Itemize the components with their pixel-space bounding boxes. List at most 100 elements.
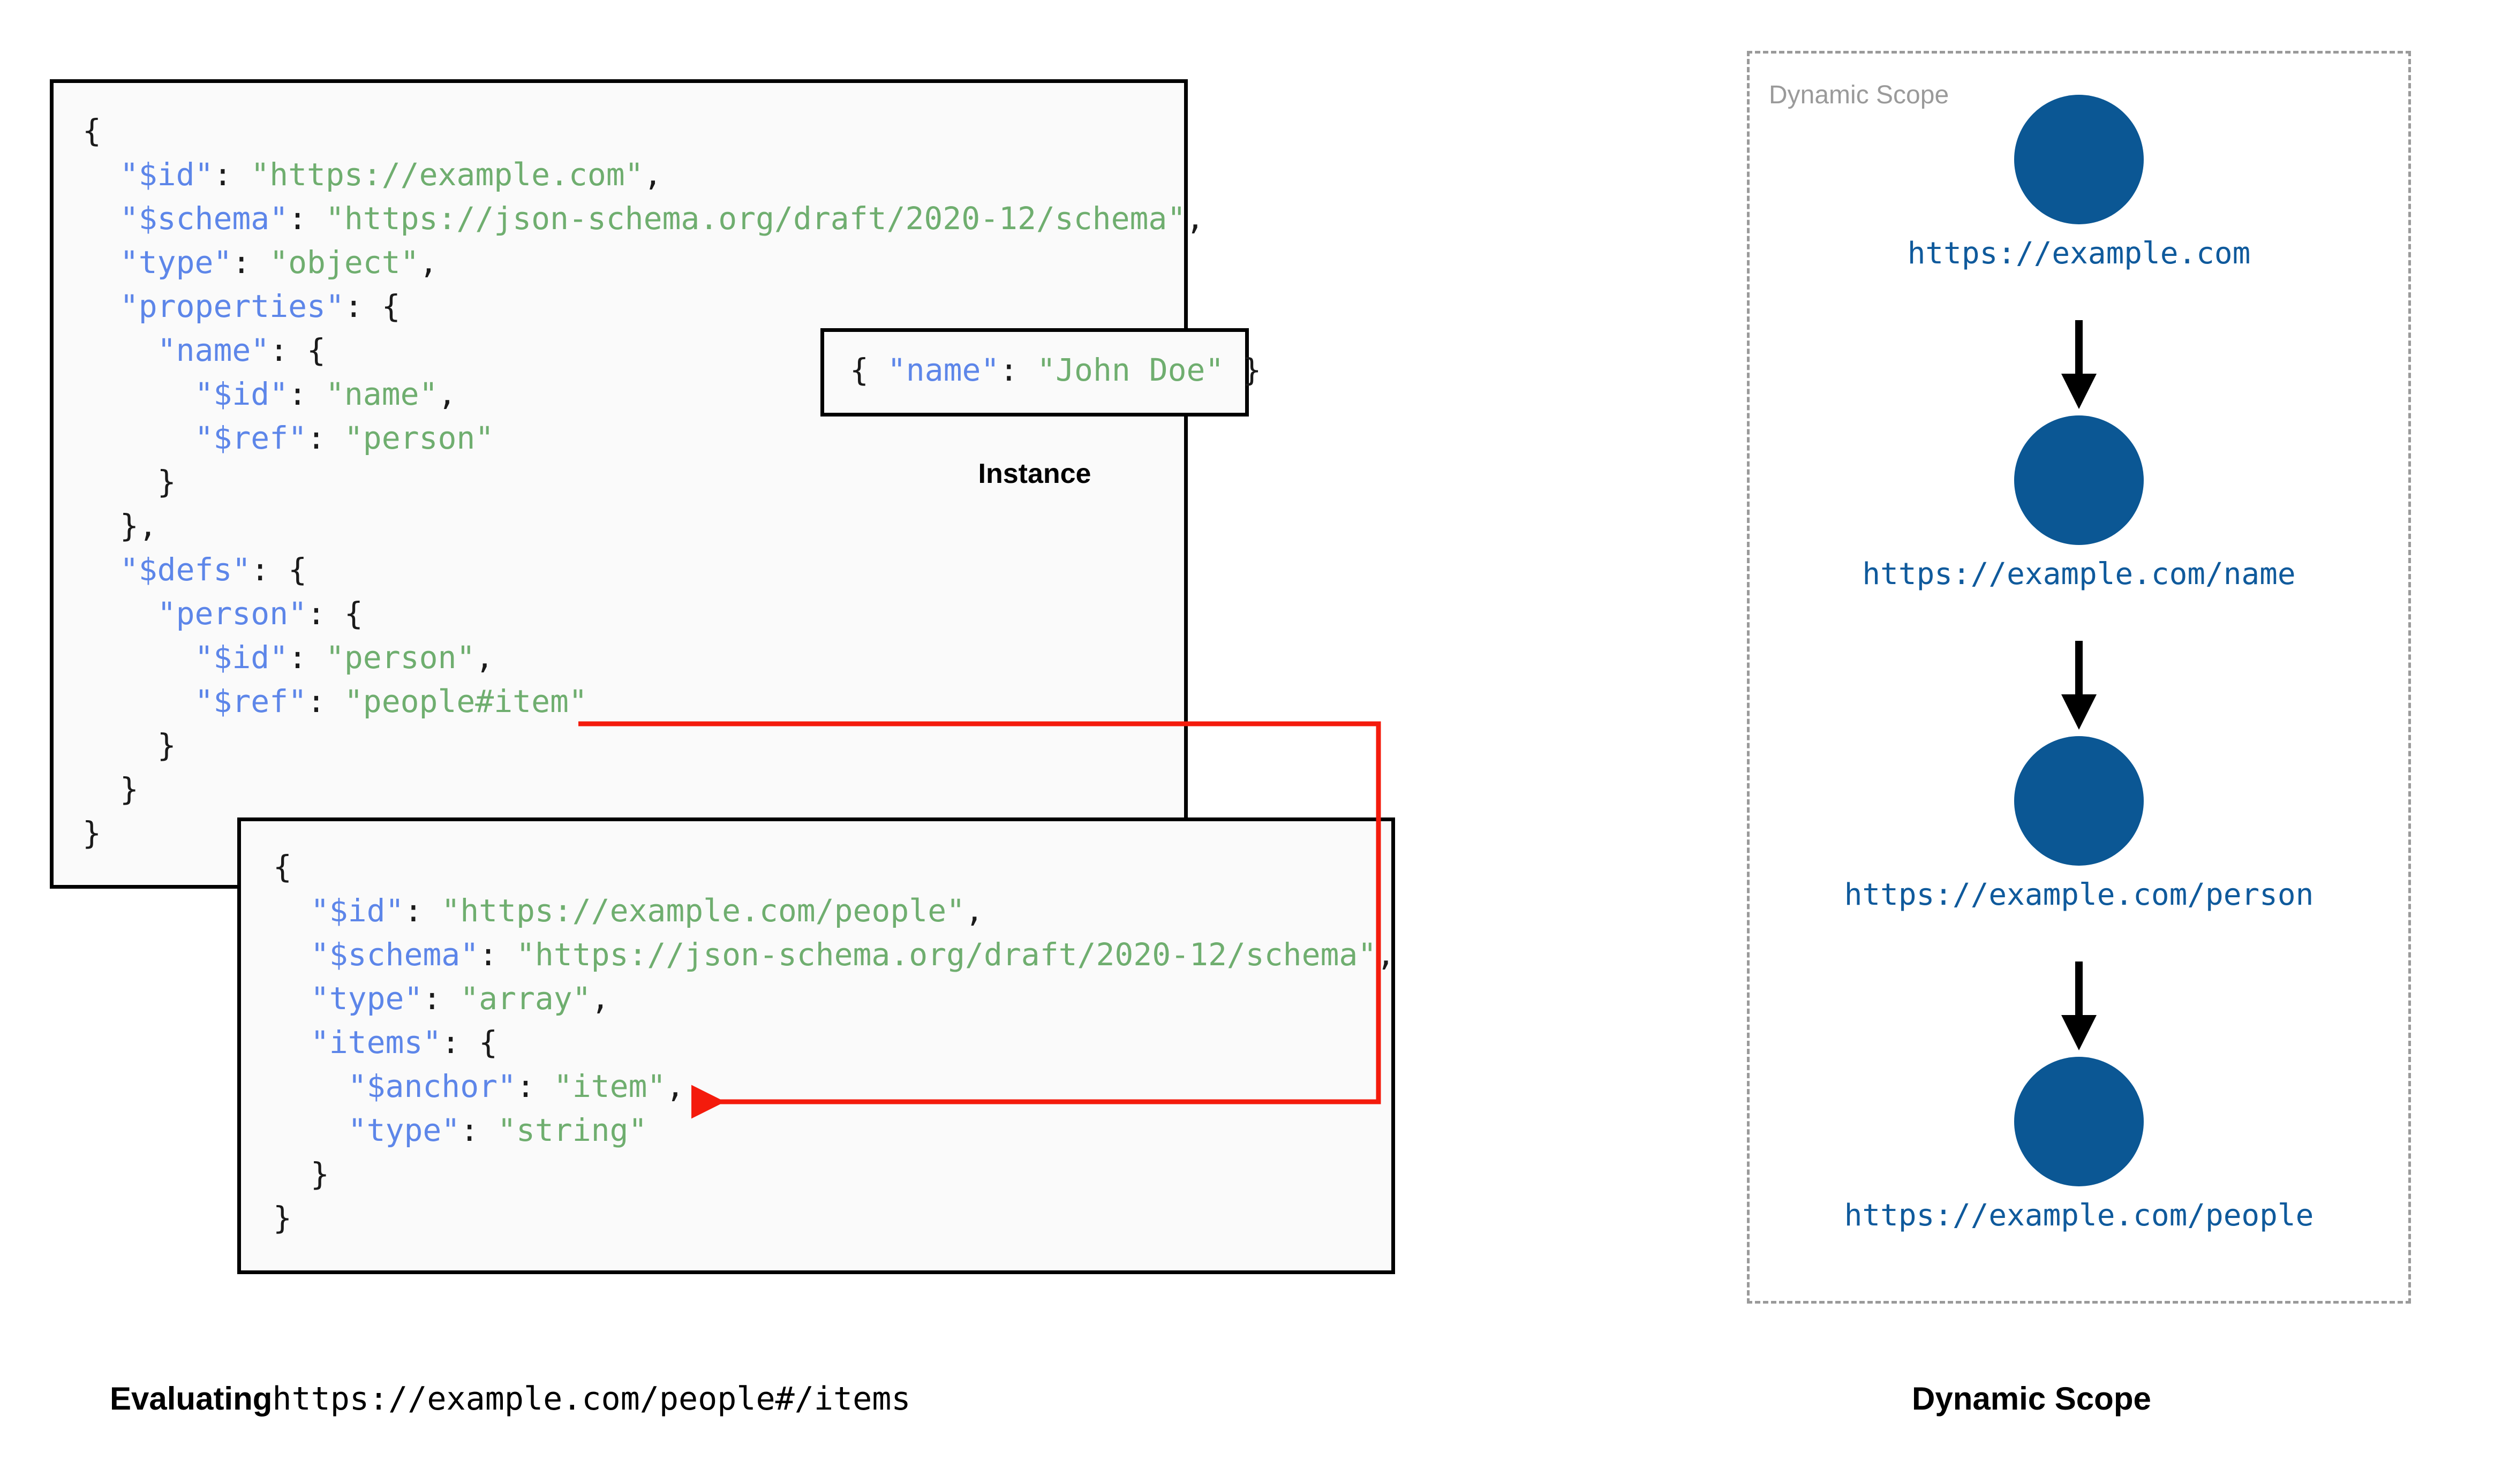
json-punct: : <box>423 980 461 1017</box>
code-line: }, <box>82 504 1204 548</box>
json-punct: : <box>479 936 516 973</box>
json-string: "name" <box>325 376 438 412</box>
json-punct: } <box>273 1200 292 1236</box>
code-line: "$defs": { <box>82 548 1204 592</box>
json-key: "$anchor" <box>348 1068 516 1104</box>
json-punct: , <box>419 244 438 281</box>
json-punct: : { <box>269 332 326 368</box>
code-line: } <box>82 460 1204 504</box>
left-caption-mono: https://example.com/people#/items <box>272 1380 911 1418</box>
root-schema-code: { "$id": "https://example.com", "$schema… <box>82 109 1204 855</box>
code-line: "$schema": "https://json-schema.org/draf… <box>82 196 1204 240</box>
json-string: "people#item" <box>344 683 587 720</box>
json-punct: : { <box>307 595 363 632</box>
json-punct: : { <box>251 551 307 588</box>
code-line: "type": "object", <box>82 240 1204 284</box>
json-punct: , <box>591 980 610 1017</box>
scope-url-3: https://example.com/people <box>1844 1198 2314 1233</box>
code-line: "$schema": "https://json-schema.org/draf… <box>273 933 1395 976</box>
scope-arrow-1 <box>1747 641 2411 733</box>
scope-url-0: https://example.com <box>1907 236 2251 271</box>
json-punct: { <box>82 112 101 149</box>
json-string: "person" <box>344 420 494 456</box>
json-punct: { <box>850 352 887 388</box>
code-line: } <box>82 723 1204 767</box>
json-punct: , <box>1186 200 1205 237</box>
json-string: "string" <box>498 1112 647 1148</box>
json-punct: }, <box>119 508 157 544</box>
scope-circle-icon <box>2014 415 2144 545</box>
json-key: "type" <box>310 980 423 1017</box>
code-line: "$anchor": "item", <box>273 1064 1395 1108</box>
json-punct: } <box>157 464 176 500</box>
json-string: "array" <box>460 980 591 1017</box>
code-line: "$id": "name", <box>82 372 1204 416</box>
instance-code: { "name": "John Doe" } <box>850 348 1261 392</box>
json-punct: } <box>310 1156 329 1192</box>
json-punct: : <box>288 376 326 412</box>
json-key: "properties" <box>119 288 344 324</box>
code-line: { "name": "John Doe" } <box>850 348 1261 392</box>
dynamic-scope-label: Dynamic Scope <box>1769 81 1949 109</box>
down-arrow-icon <box>2061 961 2097 1050</box>
json-key: "type" <box>119 244 232 281</box>
down-arrow-icon <box>2061 641 2097 730</box>
json-string: "object" <box>269 244 419 281</box>
json-key: "$schema" <box>119 200 289 237</box>
scope-url-2: https://example.com/person <box>1844 877 2314 912</box>
code-line: } <box>82 811 1204 855</box>
json-key: "$ref" <box>194 420 307 456</box>
json-punct: : <box>999 352 1037 388</box>
json-punct: } <box>1224 352 1262 388</box>
json-key: "$id" <box>194 639 289 676</box>
code-line: "person": { <box>82 592 1204 635</box>
json-string: "https://example.com" <box>251 156 644 193</box>
json-string: "person" <box>325 639 476 676</box>
json-key: "$ref" <box>194 683 307 720</box>
down-arrow-icon <box>2061 320 2097 409</box>
json-key: "$id" <box>310 892 404 929</box>
json-key: "$id" <box>194 376 289 412</box>
code-line: "properties": { <box>82 284 1204 328</box>
people-schema-box: { "$id": "https://example.com/people", "… <box>237 817 1395 1274</box>
code-line: { <box>273 845 1395 889</box>
json-punct: } <box>157 727 176 763</box>
json-key: "$defs" <box>119 551 251 588</box>
json-string: "https://json-schema.org/draft/2020-12/s… <box>516 936 1377 973</box>
scope-circle-icon <box>2014 1057 2144 1186</box>
json-punct: : <box>516 1068 554 1104</box>
code-line: "$id": "https://example.com", <box>82 153 1204 196</box>
code-line: } <box>82 767 1204 811</box>
right-caption: Dynamic Scope <box>1912 1381 2151 1417</box>
json-punct: : <box>288 639 326 676</box>
scope-circle-icon <box>2014 95 2144 224</box>
scope-node-1: https://example.com/name <box>1747 415 2411 592</box>
json-punct: , <box>965 892 984 929</box>
left-caption: Evaluatinghttps://example.com/people#/it… <box>110 1380 910 1418</box>
code-line: "$ref": "people#item" <box>82 679 1204 723</box>
code-line: "name": { <box>82 328 1204 372</box>
json-punct: : <box>213 156 251 193</box>
json-punct: , <box>666 1068 685 1104</box>
scope-circle-icon <box>2014 736 2144 866</box>
scope-node-3: https://example.com/people <box>1747 1057 2411 1233</box>
json-string: "John Doe" <box>1037 352 1224 388</box>
scope-arrow-0 <box>1747 320 2411 413</box>
json-key: "$schema" <box>310 936 479 973</box>
json-key: "name" <box>887 352 1000 388</box>
json-key: "person" <box>157 595 307 632</box>
json-punct: : { <box>344 288 401 324</box>
json-punct: } <box>119 771 139 807</box>
code-line: } <box>273 1196 1395 1240</box>
scope-node-2: https://example.com/person <box>1747 736 2411 912</box>
json-punct: , <box>1376 936 1396 973</box>
json-punct: } <box>82 815 101 851</box>
json-punct: : { <box>441 1024 498 1061</box>
people-schema-code: { "$id": "https://example.com/people", "… <box>273 845 1395 1240</box>
json-key: "items" <box>310 1024 442 1061</box>
json-key: "type" <box>348 1112 461 1148</box>
left-caption-bold: Evaluating <box>110 1381 273 1417</box>
code-line: "type": "array", <box>273 976 1395 1020</box>
json-punct: : <box>460 1112 498 1148</box>
